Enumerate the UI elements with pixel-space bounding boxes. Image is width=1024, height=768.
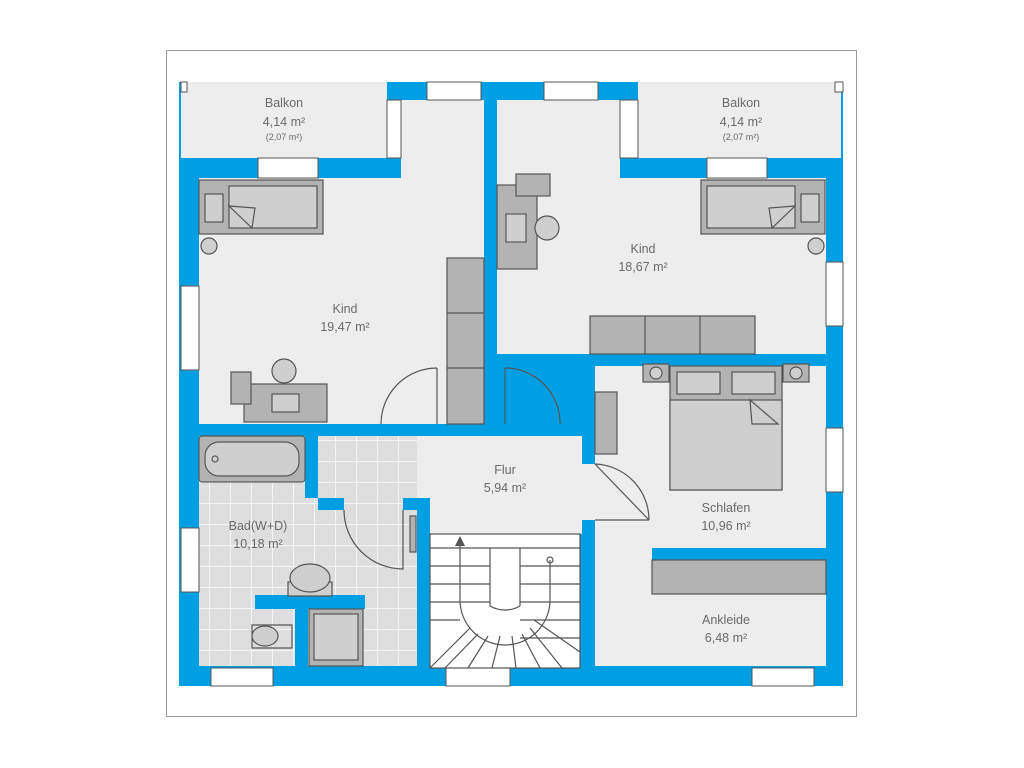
room-labels: Balkon 4,14 m² (2,07 m²) Balkon 4,14 m² … [229, 96, 763, 645]
door-handle [409, 515, 417, 553]
ankleide-area: 6,48 m² [705, 631, 747, 645]
dresser [594, 391, 618, 455]
bad-fixtures [198, 435, 364, 667]
toilet [251, 625, 279, 647]
flur-area: 5,94 m² [484, 481, 526, 495]
schlafen-name: Schlafen [702, 501, 751, 515]
closet-ankleide [651, 559, 827, 595]
balkon-left-area-sub: (2,07 m²) [266, 132, 303, 142]
flur-name: Flur [494, 463, 516, 477]
kind-right-name: Kind [630, 242, 655, 256]
desk-right [496, 184, 538, 270]
chair-left [271, 358, 297, 384]
kind-right-area: 18,67 m² [618, 260, 667, 274]
bad-area: 10,18 m² [233, 537, 282, 551]
door-schlafen [594, 463, 650, 521]
bad-name: Bad(W+D) [229, 519, 288, 533]
balkon-left-name: Balkon [265, 96, 303, 110]
wardrobe [446, 257, 485, 425]
balkon-right-name: Balkon [722, 96, 760, 110]
balkon-right-area: 4,14 m² [720, 115, 762, 129]
kind-left-furniture [198, 179, 485, 425]
balkon-right-area-sub: (2,07 m²) [723, 132, 760, 142]
sideboard [589, 315, 756, 355]
chair-right [534, 215, 560, 241]
staircase [429, 533, 581, 669]
kind-left-area: 19,47 m² [320, 320, 369, 334]
kind-right-furniture [496, 173, 826, 355]
kind-left-name: Kind [332, 302, 357, 316]
schlafen-furniture [594, 363, 827, 595]
door-kind-right [504, 367, 561, 425]
door-bad [343, 509, 404, 570]
stair-floor [430, 534, 580, 668]
doors [343, 367, 650, 570]
ankleide-name: Ankleide [702, 613, 750, 627]
door-kind-left [380, 367, 438, 425]
schlafen-area: 10,96 m² [701, 519, 750, 533]
windows [180, 81, 844, 687]
balkon-left-area: 4,14 m² [263, 115, 305, 129]
